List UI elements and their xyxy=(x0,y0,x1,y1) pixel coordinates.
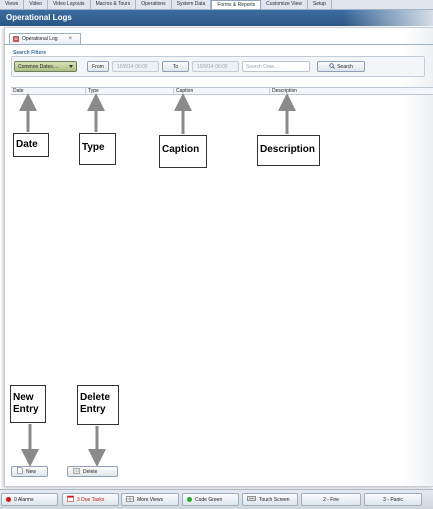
more-views-button[interactable]: More Views xyxy=(121,493,179,506)
chevron-down-icon xyxy=(69,65,73,68)
panic-button[interactable]: 3 - Panic xyxy=(364,493,422,506)
tab-strip-divider xyxy=(4,44,433,45)
column-header-caption[interactable]: Caption xyxy=(173,88,269,95)
callout-description: Description xyxy=(257,135,320,166)
alarms-label: 0 Alarms xyxy=(14,496,34,503)
to-date-field[interactable]: 10/9/14 00:00 xyxy=(192,61,239,72)
menu-tab-setup[interactable]: Setup xyxy=(308,0,332,9)
new-document-icon xyxy=(17,467,23,476)
keyboard-icon xyxy=(247,496,256,503)
touch-screen-button[interactable]: Touch Screen xyxy=(242,493,298,506)
from-date-field[interactable]: 10/8/14 00:00 xyxy=(112,61,159,72)
callout-new-entry: New Entry xyxy=(10,385,46,423)
callout-new-entry-line1: New xyxy=(13,392,34,403)
content-panel xyxy=(4,27,433,487)
calendar-icon xyxy=(67,495,74,504)
delete-button[interactable]: Delete xyxy=(67,466,118,477)
title-bar-shade xyxy=(343,10,433,26)
column-header-type[interactable]: Type xyxy=(85,88,173,95)
menu-tab-macros-tours[interactable]: Macros & Tours xyxy=(91,0,137,9)
delete-icon xyxy=(73,467,80,476)
tab-operational-log[interactable]: Operational Log × xyxy=(9,33,81,44)
due-tasks-label: 3 Due Tasks xyxy=(77,496,105,503)
more-views-label: More Views xyxy=(137,496,164,503)
tab-label: Operational Log xyxy=(22,36,58,42)
menu-tab-system-data[interactable]: System Data xyxy=(172,0,212,9)
status-bar: 0 Alarms 3 Due Tasks More Views Code Gre… xyxy=(0,489,433,509)
callout-delete-entry: Delete Entry xyxy=(77,385,119,425)
search-icon xyxy=(329,62,335,71)
main-menu-bar: Views Video Video Layouts Macros & Tours… xyxy=(0,0,433,10)
menu-tab-customize-view[interactable]: Customize View xyxy=(261,0,308,9)
callout-new-entry-line2: Entry xyxy=(13,404,39,415)
fire-button[interactable]: 2 - Fire xyxy=(301,493,361,506)
status-dot-icon xyxy=(187,497,192,502)
new-button-label: New xyxy=(26,468,37,475)
views-grid-icon xyxy=(126,495,134,504)
window-title-bar: Operational Logs xyxy=(0,10,433,26)
menu-tab-views[interactable]: Views xyxy=(0,0,25,9)
search-button[interactable]: Search xyxy=(317,61,365,72)
log-grid-header: Date Type Caption Description xyxy=(11,87,433,95)
menu-tab-video[interactable]: Video xyxy=(24,0,48,9)
common-dates-dropdown[interactable]: Common Dates.... xyxy=(14,61,77,72)
window-title: Operational Logs xyxy=(6,13,72,22)
column-header-date[interactable]: Date xyxy=(13,88,24,94)
search-button-label: Search xyxy=(337,63,353,70)
alarm-icon xyxy=(6,497,11,502)
common-dates-value: Common Dates.... xyxy=(18,63,59,70)
to-button[interactable]: To xyxy=(162,61,189,72)
close-icon[interactable]: × xyxy=(68,36,73,42)
code-green-button[interactable]: Code Green xyxy=(182,493,239,506)
code-green-label: Code Green xyxy=(195,496,223,503)
log-book-icon xyxy=(13,36,19,42)
column-header-description[interactable]: Description xyxy=(269,88,433,95)
menu-tab-video-layouts[interactable]: Video Layouts xyxy=(48,0,91,9)
menu-tab-forms-reports[interactable]: Forms & Reports xyxy=(211,0,262,9)
panel-right-fade xyxy=(403,28,433,486)
menu-tab-operations[interactable]: Operations xyxy=(136,0,172,9)
callout-caption: Caption xyxy=(159,135,207,168)
search-filters-heading: Search Filters xyxy=(13,50,47,56)
new-button[interactable]: New xyxy=(11,466,48,477)
touch-screen-label: Touch Screen xyxy=(259,496,290,503)
search-input[interactable]: Search Data.... xyxy=(242,61,310,72)
callout-delete-entry-line1: Delete xyxy=(80,392,111,403)
delete-button-label: Delete xyxy=(83,468,98,475)
alarms-button[interactable]: 0 Alarms xyxy=(1,493,58,506)
callout-delete-entry-line2: Entry xyxy=(80,404,106,415)
due-tasks-button[interactable]: 3 Due Tasks xyxy=(62,493,119,506)
from-button[interactable]: From xyxy=(87,61,109,72)
callout-type: Type xyxy=(79,133,116,165)
callout-date: Date xyxy=(13,133,49,157)
